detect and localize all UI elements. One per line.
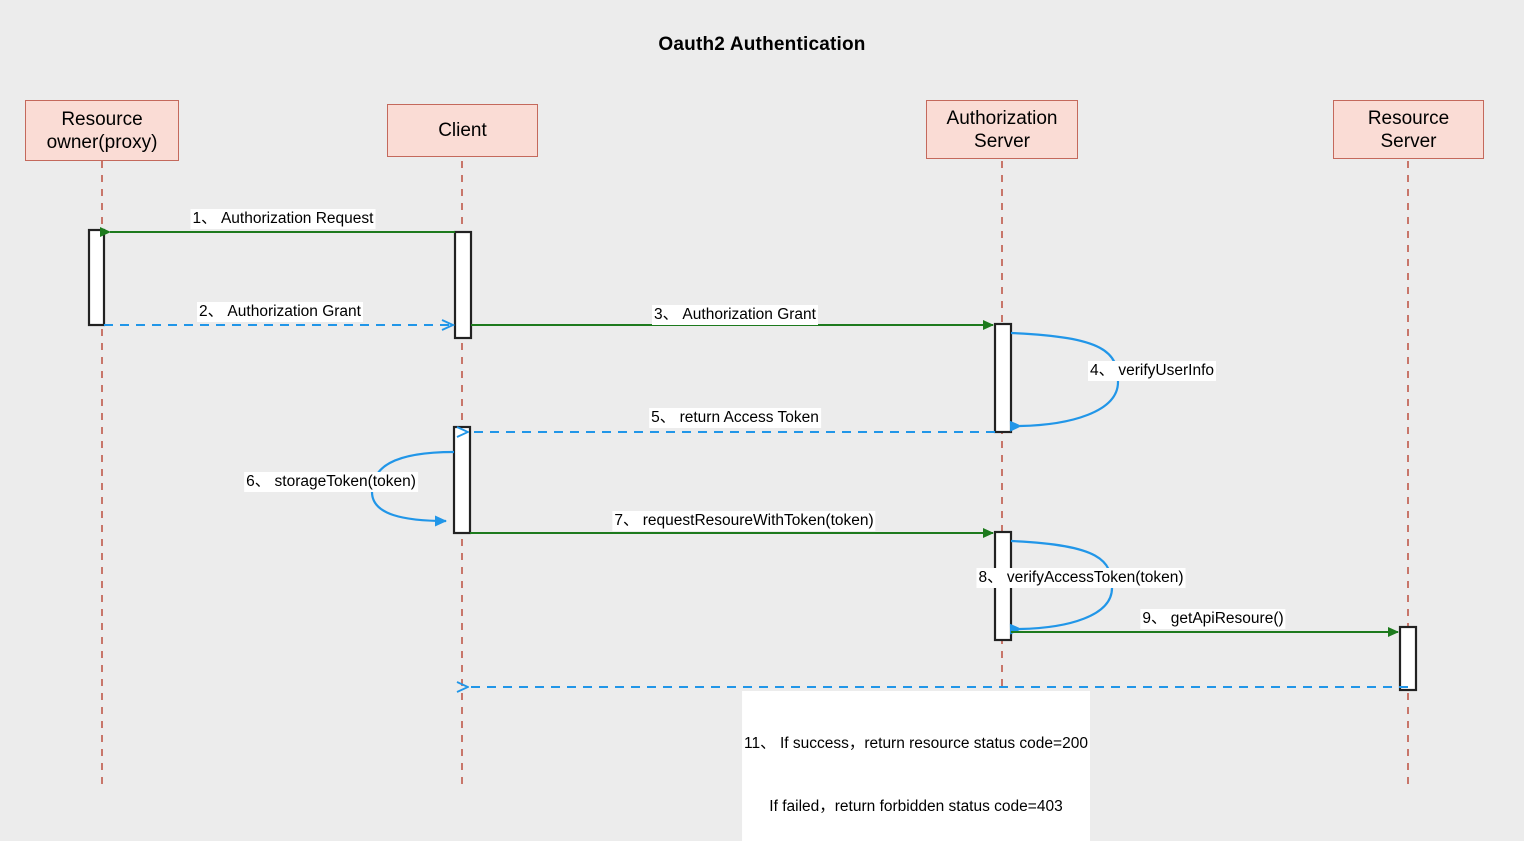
participant-label-resource-server: Resource Server <box>1367 107 1450 152</box>
message-arrow-8-self-loop <box>1009 539 1114 635</box>
message-label-5: 5、 return Access Token <box>649 408 821 428</box>
message-label-6: 6、 storageToken(token) <box>244 472 418 492</box>
activation-resource-server-1 <box>1398 625 1418 692</box>
message-label-11: 11、 If success，return resource status co… <box>742 691 1090 841</box>
message-label-1: 1、 Authorization Request <box>190 209 376 229</box>
message-label-11-line1: 11、 If success，return resource status co… <box>744 735 1088 752</box>
participant-label-resource-owner: Resource owner(proxy) <box>46 108 158 153</box>
page-title: Oauth2 Authentication <box>658 34 866 55</box>
activation-client-2 <box>452 425 472 535</box>
message-label-11-line2: If failed，return forbidden status code=4… <box>769 798 1063 815</box>
message-label-2: 2、 Authorization Grant <box>197 302 363 322</box>
participant-label-client: Client <box>438 120 487 141</box>
participant-resource-server[interactable]: Resource Server <box>1333 100 1484 159</box>
message-label-3: 3、 Authorization Grant <box>652 305 818 325</box>
activation-client-1 <box>453 230 473 340</box>
message-label-9: 9、 getApiResoure() <box>1140 609 1286 629</box>
participant-resource-owner[interactable]: Resource owner(proxy) <box>25 100 179 161</box>
message-label-4: 4、 verifyUserInfo <box>1087 361 1217 381</box>
message-arrow-4-self-loop <box>1009 331 1120 432</box>
message-label-8: 8、 verifyAccessToken(token) <box>976 568 1186 588</box>
activation-auth-server-1 <box>993 322 1013 434</box>
participant-client[interactable]: Client <box>387 104 538 157</box>
activation-resource-owner-1 <box>87 228 106 327</box>
message-label-7: 7、 requestResoureWithToken(token) <box>612 511 876 531</box>
participant-label-authorization-server: Authorization Server <box>946 107 1058 152</box>
participant-authorization-server[interactable]: Authorization Server <box>926 100 1078 159</box>
